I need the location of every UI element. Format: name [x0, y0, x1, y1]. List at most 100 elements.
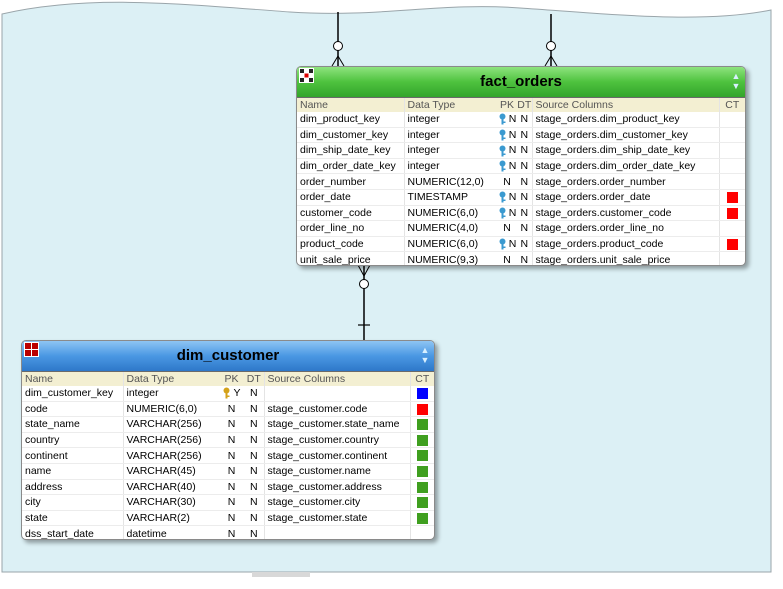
column-ct — [409, 432, 434, 449]
dim-customer-table[interactable]: dim_customer ▲ ▼ Name Data Type PK DT So… — [21, 340, 435, 540]
column-name: product_code — [297, 236, 404, 253]
column-ct — [409, 525, 434, 539]
column-source: stage_customer.continent — [263, 447, 410, 464]
column-data-type: VARCHAR(256) — [122, 416, 219, 433]
column-dt: N — [244, 510, 264, 527]
scroll-down-icon[interactable]: ▼ — [731, 81, 741, 91]
column-ct — [718, 142, 745, 159]
column-name: address — [22, 479, 123, 496]
column-source: stage_customer.address — [263, 479, 410, 496]
foreign-key-icon — [499, 207, 506, 219]
column-data-type: datetime — [122, 525, 219, 539]
column-name: dim_ship_date_key — [297, 142, 404, 159]
column-dt: N — [517, 112, 532, 128]
column-header-row: Name Data Type PK DT Source Columns CT — [297, 98, 745, 112]
column-source: stage_customer.state_name — [263, 416, 410, 433]
scroll-down-icon[interactable]: ▼ — [420, 355, 430, 365]
column-dt: N — [517, 189, 532, 206]
column-name: order_number — [297, 173, 404, 190]
column-ct — [409, 447, 434, 464]
column-pk: N — [497, 220, 517, 237]
column-dt: N — [517, 142, 532, 159]
scroll-arrows[interactable]: ▲ ▼ — [420, 345, 430, 365]
optional-marker — [359, 279, 369, 289]
pk-flag: N — [508, 159, 517, 172]
column-pk: N — [497, 173, 517, 190]
column-pk: N — [497, 142, 517, 159]
column-name: unit_sale_price — [297, 251, 404, 265]
column-dt: N — [517, 251, 532, 265]
column-source: stage_customer.name — [263, 463, 410, 480]
column-data-type: NUMERIC(6,0) — [122, 401, 219, 418]
column-pk: N — [219, 432, 244, 449]
column-dt: N — [244, 386, 264, 402]
column-data-type: VARCHAR(2) — [122, 510, 219, 527]
header-pk: PK — [497, 98, 517, 112]
pk-flag: N — [508, 113, 517, 126]
ct-color-swatch — [726, 191, 738, 203]
column-source: stage_customer.state — [263, 510, 410, 527]
dim-customer-header[interactable]: dim_customer ▲ ▼ — [22, 341, 434, 372]
header-source-columns: Source Columns — [263, 372, 410, 386]
header-ct: CT — [409, 372, 434, 386]
column-source: stage_orders.order_line_no — [531, 220, 719, 237]
column-name: dim_customer_key — [22, 386, 123, 402]
table-title: dim_customer — [176, 347, 280, 364]
foreign-key-icon — [499, 191, 506, 203]
column-name: dss_start_date — [22, 525, 123, 539]
column-pk: N — [497, 251, 517, 265]
column-pk: N — [219, 416, 244, 433]
column-pk: N — [219, 525, 244, 539]
column-ct — [409, 401, 434, 418]
header-name: Name — [297, 98, 404, 112]
pk-flag: N — [227, 402, 236, 415]
column-data-type: integer — [403, 112, 497, 128]
column-pk: N — [497, 112, 517, 128]
column-source: stage_orders.customer_code — [531, 205, 719, 222]
column-dt: N — [244, 463, 264, 480]
pk-flag: N — [227, 434, 236, 447]
foreign-key-icon — [499, 160, 506, 172]
column-name: customer_code — [297, 205, 404, 222]
fact-orders-header[interactable]: fact_orders ▲ ▼ — [297, 67, 745, 98]
column-header-row: Name Data Type PK DT Source Columns CT — [22, 372, 434, 386]
optional-marker — [333, 41, 343, 51]
crowfoot-marker — [357, 264, 371, 277]
column-ct — [718, 189, 745, 206]
scroll-up-icon[interactable]: ▲ — [420, 345, 430, 355]
scroll-arrows[interactable]: ▲ ▼ — [731, 71, 741, 91]
ct-color-swatch — [416, 419, 428, 431]
pk-flag: N — [503, 222, 511, 235]
column-name: code — [22, 401, 123, 418]
column-source: stage_orders.product_code — [531, 236, 719, 253]
scroll-up-icon[interactable]: ▲ — [731, 71, 741, 81]
column-ct — [409, 416, 434, 433]
column-pk: N — [219, 510, 244, 527]
pk-flag: N — [508, 191, 517, 204]
column-name: city — [22, 494, 123, 511]
column-pk: N — [219, 494, 244, 511]
column-data-type: integer — [122, 386, 219, 402]
header-source-columns: Source Columns — [531, 98, 719, 112]
fact-orders-table[interactable]: fact_orders ▲ ▼ Name Data Type PK DT Sou… — [296, 66, 746, 266]
